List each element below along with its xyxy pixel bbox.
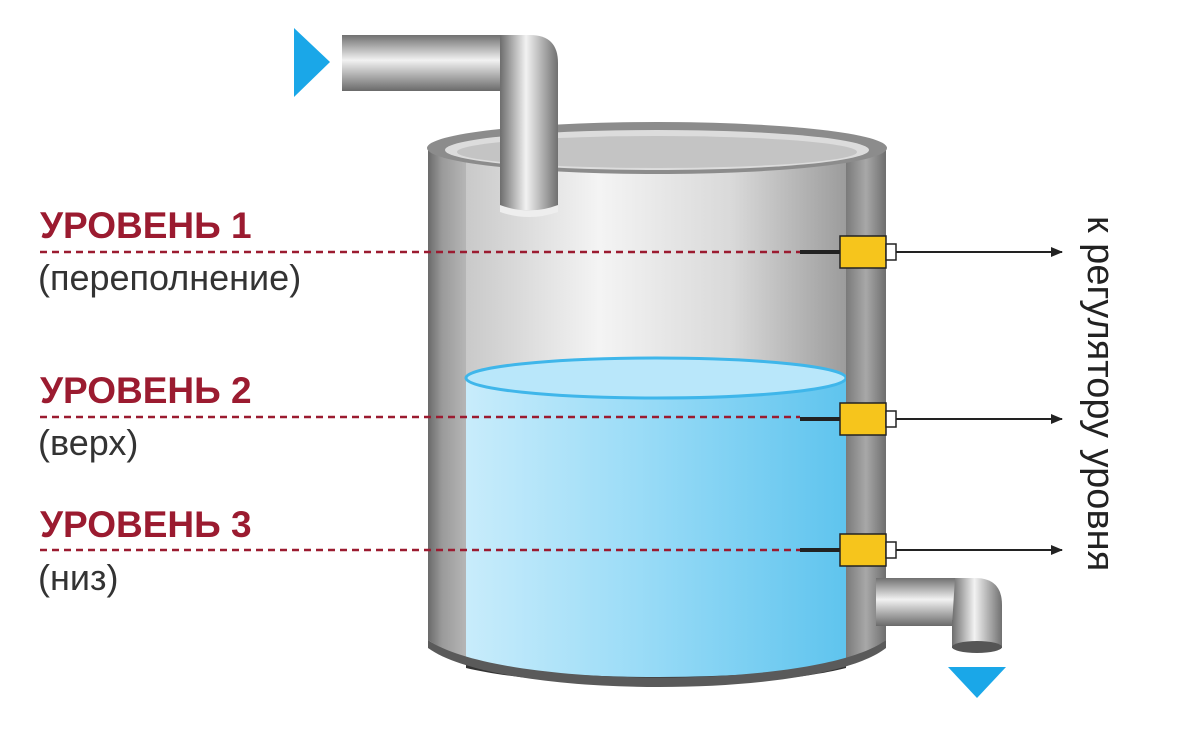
side-label-to-level-regulator: к регулятору уровня bbox=[1079, 216, 1121, 571]
level-2-title: УРОВЕНЬ 2 bbox=[40, 370, 252, 411]
inlet-pipe-mouth bbox=[500, 205, 558, 217]
tank-left-wall bbox=[428, 148, 468, 660]
level-sensor-icon bbox=[839, 235, 887, 269]
sensor-3-connector bbox=[885, 541, 897, 559]
inlet-pipe-horizontal bbox=[342, 35, 507, 91]
triangle-right-icon bbox=[294, 28, 330, 97]
level-3-subtitle: (низ) bbox=[38, 557, 118, 598]
tank-outer-bottom bbox=[428, 640, 886, 687]
outlet-pipe-horizontal bbox=[876, 578, 966, 626]
sensor-1-connector bbox=[885, 243, 897, 261]
level-3-title: УРОВЕНЬ 3 bbox=[40, 504, 252, 545]
level-sensor-1 bbox=[800, 235, 1063, 269]
inlet-pipe bbox=[342, 35, 558, 217]
outlet-pipe-mouth bbox=[952, 641, 1002, 653]
outlet-pipe bbox=[876, 578, 1002, 653]
level-1-title: УРОВЕНЬ 1 bbox=[40, 205, 252, 246]
water-surface bbox=[464, 356, 848, 400]
triangle-down-icon bbox=[948, 667, 1006, 698]
sensor-2-connector bbox=[885, 410, 897, 428]
level-sensor-3 bbox=[800, 533, 1063, 567]
level-2-subtitle: (верх) bbox=[38, 422, 138, 463]
inlet-pipe-vertical bbox=[500, 88, 558, 210]
water-body bbox=[466, 375, 846, 679]
level-1-subtitle: (переполнение) bbox=[38, 257, 301, 298]
level-sensor-2 bbox=[800, 402, 1063, 436]
inlet-pipe-elbow bbox=[500, 35, 558, 92]
tank bbox=[427, 122, 887, 687]
level-sensor-icon bbox=[839, 402, 887, 436]
level-sensor-icon bbox=[839, 533, 887, 567]
